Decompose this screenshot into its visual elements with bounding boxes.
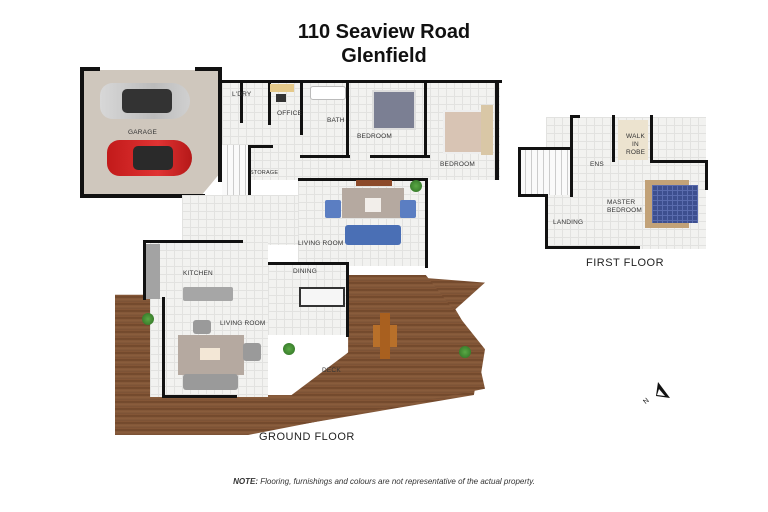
office-chair — [276, 94, 286, 102]
armchair-left — [325, 200, 341, 218]
bedside-tables — [481, 105, 493, 155]
grey-armchair-right — [243, 343, 261, 361]
coffee-table-lower — [200, 348, 220, 360]
wall — [248, 145, 273, 148]
wall — [570, 115, 580, 118]
deck-chairs — [380, 313, 390, 359]
label-storage: STORAGE — [250, 170, 279, 176]
label-living-room-upper: LIVING ROOM — [298, 240, 344, 247]
wall — [80, 194, 205, 198]
wall — [218, 67, 222, 182]
label-dining: DINING — [293, 268, 317, 275]
kitchen-bench — [145, 244, 160, 299]
wall — [705, 160, 708, 190]
armchair-right — [400, 200, 416, 218]
staircase — [222, 145, 248, 195]
wall — [268, 262, 348, 265]
wall — [162, 297, 165, 397]
label-laundry: L'DRY — [232, 91, 252, 98]
plant-icon — [459, 346, 471, 358]
wall — [298, 178, 426, 181]
wall — [570, 115, 573, 197]
wall — [650, 115, 653, 162]
label-kitchen: KITCHEN — [183, 270, 213, 277]
wall — [612, 115, 615, 162]
office-desk — [270, 84, 294, 92]
wall — [240, 80, 243, 123]
north-arrow-icon — [643, 378, 673, 408]
wall — [248, 145, 251, 197]
master-bed — [652, 185, 698, 223]
walk-in-robe-shelving — [618, 120, 648, 160]
wall — [222, 80, 502, 83]
silver-car-roof — [122, 89, 172, 113]
address-line-1: 110 Seaview Road — [297, 21, 471, 43]
plant-icon — [283, 343, 295, 355]
plant-icon — [142, 313, 154, 325]
wall — [518, 147, 521, 197]
wall — [80, 67, 84, 197]
note-text: Flooring, furnishings and colours are no… — [257, 477, 535, 486]
blue-sofa — [345, 225, 401, 245]
label-ensuite: ENS — [590, 161, 604, 168]
first-floor-title: FIRST FLOOR — [586, 257, 665, 269]
label-bedroom-2: BEDROOM — [440, 161, 475, 168]
wall — [143, 240, 146, 300]
wall — [424, 80, 427, 155]
wall — [518, 147, 570, 150]
disclaimer-note: NOTE: Flooring, furnishings and colours … — [0, 477, 768, 486]
wall — [495, 80, 499, 180]
wall — [545, 194, 548, 249]
label-master-1: MASTER — [607, 199, 636, 206]
wall — [300, 155, 350, 158]
wall — [300, 80, 303, 135]
label-office: OFFICE — [277, 110, 303, 117]
coffee-table — [365, 198, 381, 212]
wall — [346, 80, 349, 155]
label-bedroom-1: BEDROOM — [357, 133, 392, 140]
wall — [162, 395, 237, 398]
entry-floor — [182, 195, 302, 245]
grey-armchair-top — [193, 320, 211, 334]
plant-icon — [410, 180, 422, 192]
red-car-roof — [133, 146, 173, 170]
bed-bedroom-2 — [443, 110, 485, 154]
wall — [650, 160, 708, 163]
wall — [143, 240, 243, 243]
label-bath: BATH — [327, 117, 345, 124]
label-living-room-lower: LIVING ROOM — [220, 320, 266, 327]
kitchen-island — [183, 287, 233, 301]
wall — [80, 67, 100, 71]
wall — [425, 178, 428, 268]
wall — [545, 246, 640, 249]
label-garage: GARAGE — [128, 129, 158, 136]
ground-floor-title: GROUND FLOOR — [259, 431, 355, 443]
wall — [518, 194, 548, 197]
label-in: IN — [632, 141, 639, 148]
grey-sofa — [183, 374, 238, 390]
dining-table — [299, 287, 345, 307]
first-floor-staircase — [520, 150, 570, 195]
bathtub — [310, 86, 346, 100]
wall — [370, 155, 430, 158]
label-master-2: BEDROOM — [607, 207, 642, 214]
bed-bedroom-1 — [372, 90, 416, 130]
label-landing: LANDING — [553, 219, 584, 226]
label-robe: ROBE — [626, 149, 646, 156]
wall — [346, 262, 349, 337]
wall — [268, 80, 271, 125]
tv-unit — [356, 180, 392, 186]
address-line-2: Glenfield — [341, 45, 427, 67]
label-walk: WALK — [626, 133, 645, 140]
wall — [195, 67, 220, 71]
note-label: NOTE: — [233, 477, 258, 486]
label-deck: DECK — [322, 367, 341, 374]
